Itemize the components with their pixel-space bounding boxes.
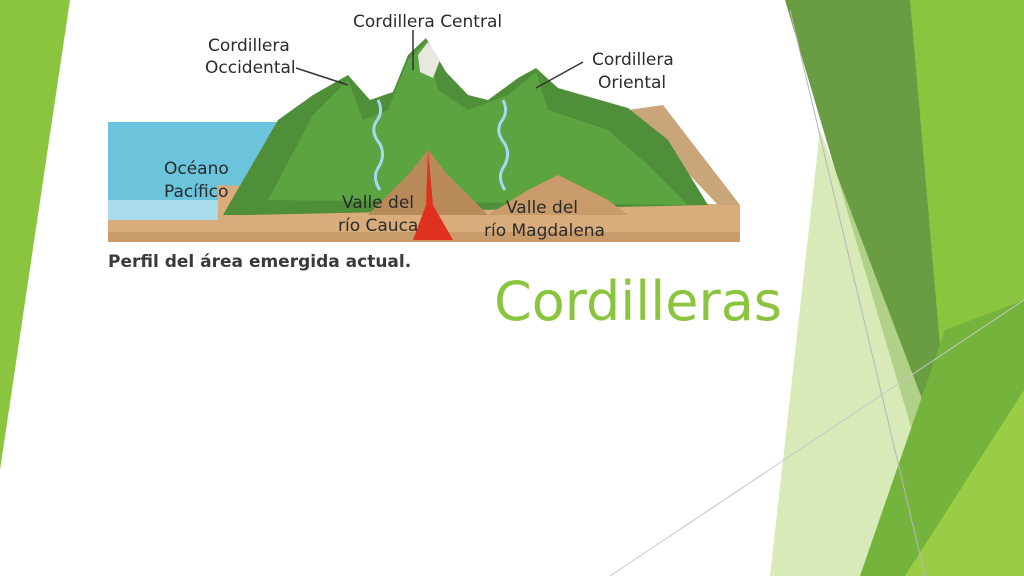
leader-line-oriental <box>535 61 584 89</box>
river-cauca <box>372 99 385 191</box>
plateau-edge <box>628 105 740 205</box>
leader-line-occidental <box>295 67 349 86</box>
cordilleras-illustration <box>108 30 740 242</box>
label-cordillera-occidental-line1: Cordillera <box>208 36 290 56</box>
label-valle-magdalena-line1: Valle del <box>506 198 579 218</box>
valle-magdalena-ground <box>488 175 628 215</box>
magma <box>413 150 453 240</box>
label-valle-magdalena-line2: río Magdalena <box>484 221 605 241</box>
left-green-triangle <box>0 0 70 470</box>
river-magdalena <box>497 99 510 191</box>
right-pale-green-band <box>770 130 930 576</box>
right-bottom-corner-triangle <box>905 390 1024 576</box>
label-cordillera-oriental-line2: Oriental <box>598 73 667 93</box>
thin-diagonal-line <box>609 299 1024 576</box>
thin-diagonal-line <box>789 9 926 576</box>
label-cordillera-occidental-line2: Occidental <box>205 58 296 78</box>
figure-caption: Perfil del área emergida actual. <box>108 252 412 272</box>
label-valle-cauca-line2: río Cauca <box>338 216 419 236</box>
slide-title: Cordilleras <box>494 270 782 333</box>
label-valle-cauca-line1: Valle del <box>342 193 415 213</box>
snow-cap <box>418 42 440 78</box>
label-oceano-line1: Océano <box>164 159 229 179</box>
label-cordillera-oriental-line1: Cordillera <box>592 50 674 70</box>
mountain-highlights <box>268 42 688 205</box>
label-oceano-line2: Pacífico <box>164 182 229 202</box>
label-cordillera-central: Cordillera Central <box>353 12 503 32</box>
